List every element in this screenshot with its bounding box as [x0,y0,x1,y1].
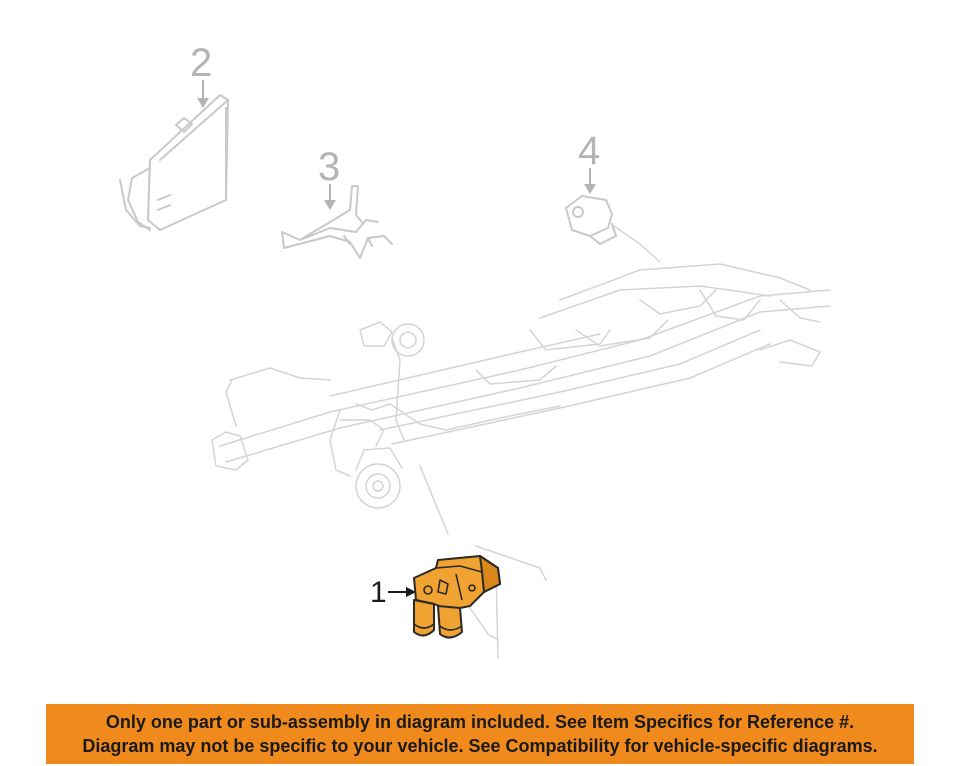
part-port-left [413,599,435,637]
part-1-highlighted: 1 [370,555,501,639]
callout-3-arrowhead [324,200,336,210]
sensor-body [565,195,613,237]
callout-number-4: 4 [578,129,600,173]
part-housing-side [479,555,501,593]
disclaimer-banner: Only one part or sub-assembly in diagram… [46,704,914,764]
part-2-control-module: 2 [119,41,229,231]
callout-2-arrowhead [197,98,209,108]
callout-4-arrowhead [584,184,596,194]
part-3-bracket: 3 [281,145,393,259]
callout-number-2: 2 [190,41,212,85]
parts-diagram: 2 3 4 [119,41,831,659]
callout-number-3: 3 [318,145,340,189]
part-4-sensor: 4 [565,129,661,263]
disclaimer-line-2: Diagram may not be specific to your vehi… [82,736,878,756]
callout-number-1: 1 [370,576,387,609]
disclaimer-line-1: Only one part or sub-assembly in diagram… [105,712,855,732]
part-port-right [437,605,463,639]
callout-1-arrowhead [406,587,416,597]
vehicle-frame-background [211,263,831,659]
